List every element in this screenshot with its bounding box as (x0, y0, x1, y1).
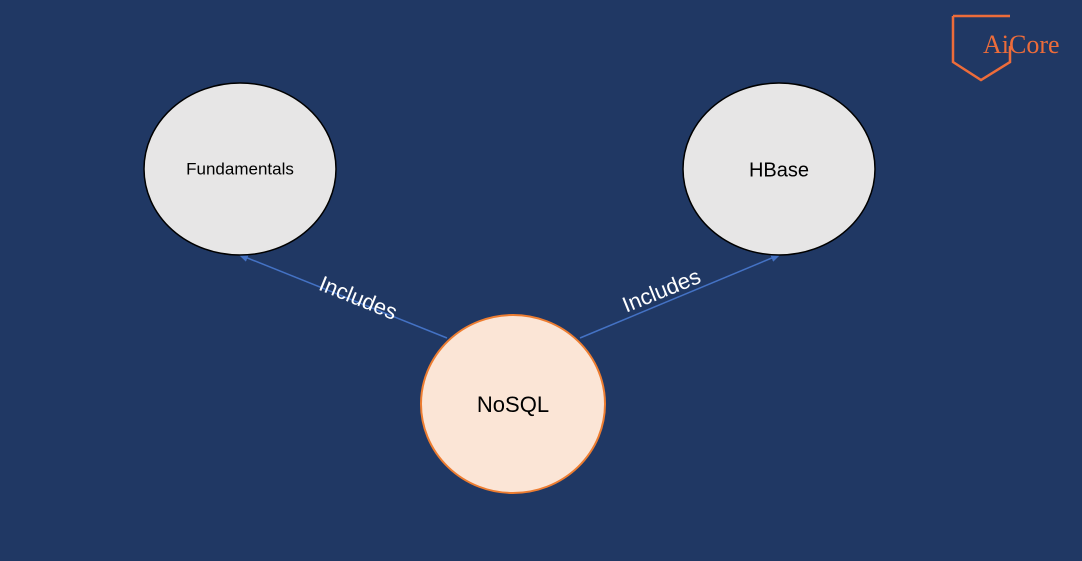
node-fundamentals[interactable]: Fundamentals (143, 82, 337, 256)
node-nosql-label: NoSQL (477, 392, 549, 417)
edge-nosql-to-fundamentals (238, 254, 448, 339)
edge-nosql-to-hbase (579, 254, 781, 339)
edge-label-includes-right: Includes (619, 263, 704, 317)
node-hbase-label: HBase (749, 159, 809, 181)
aicore-logo: AiCore (951, 14, 1060, 82)
node-fundamentals-label: Fundamentals (186, 159, 294, 178)
node-fundamentals-shape (143, 82, 337, 256)
shield-icon (951, 14, 1012, 82)
edge-label-includes-left: Includes (316, 271, 401, 325)
node-hbase-shape (682, 82, 876, 256)
node-nosql[interactable]: NoSQL (420, 314, 606, 494)
logo-text: AiCore (983, 30, 1060, 59)
node-nosql-shape (420, 314, 606, 494)
node-hbase[interactable]: HBase (682, 82, 876, 256)
